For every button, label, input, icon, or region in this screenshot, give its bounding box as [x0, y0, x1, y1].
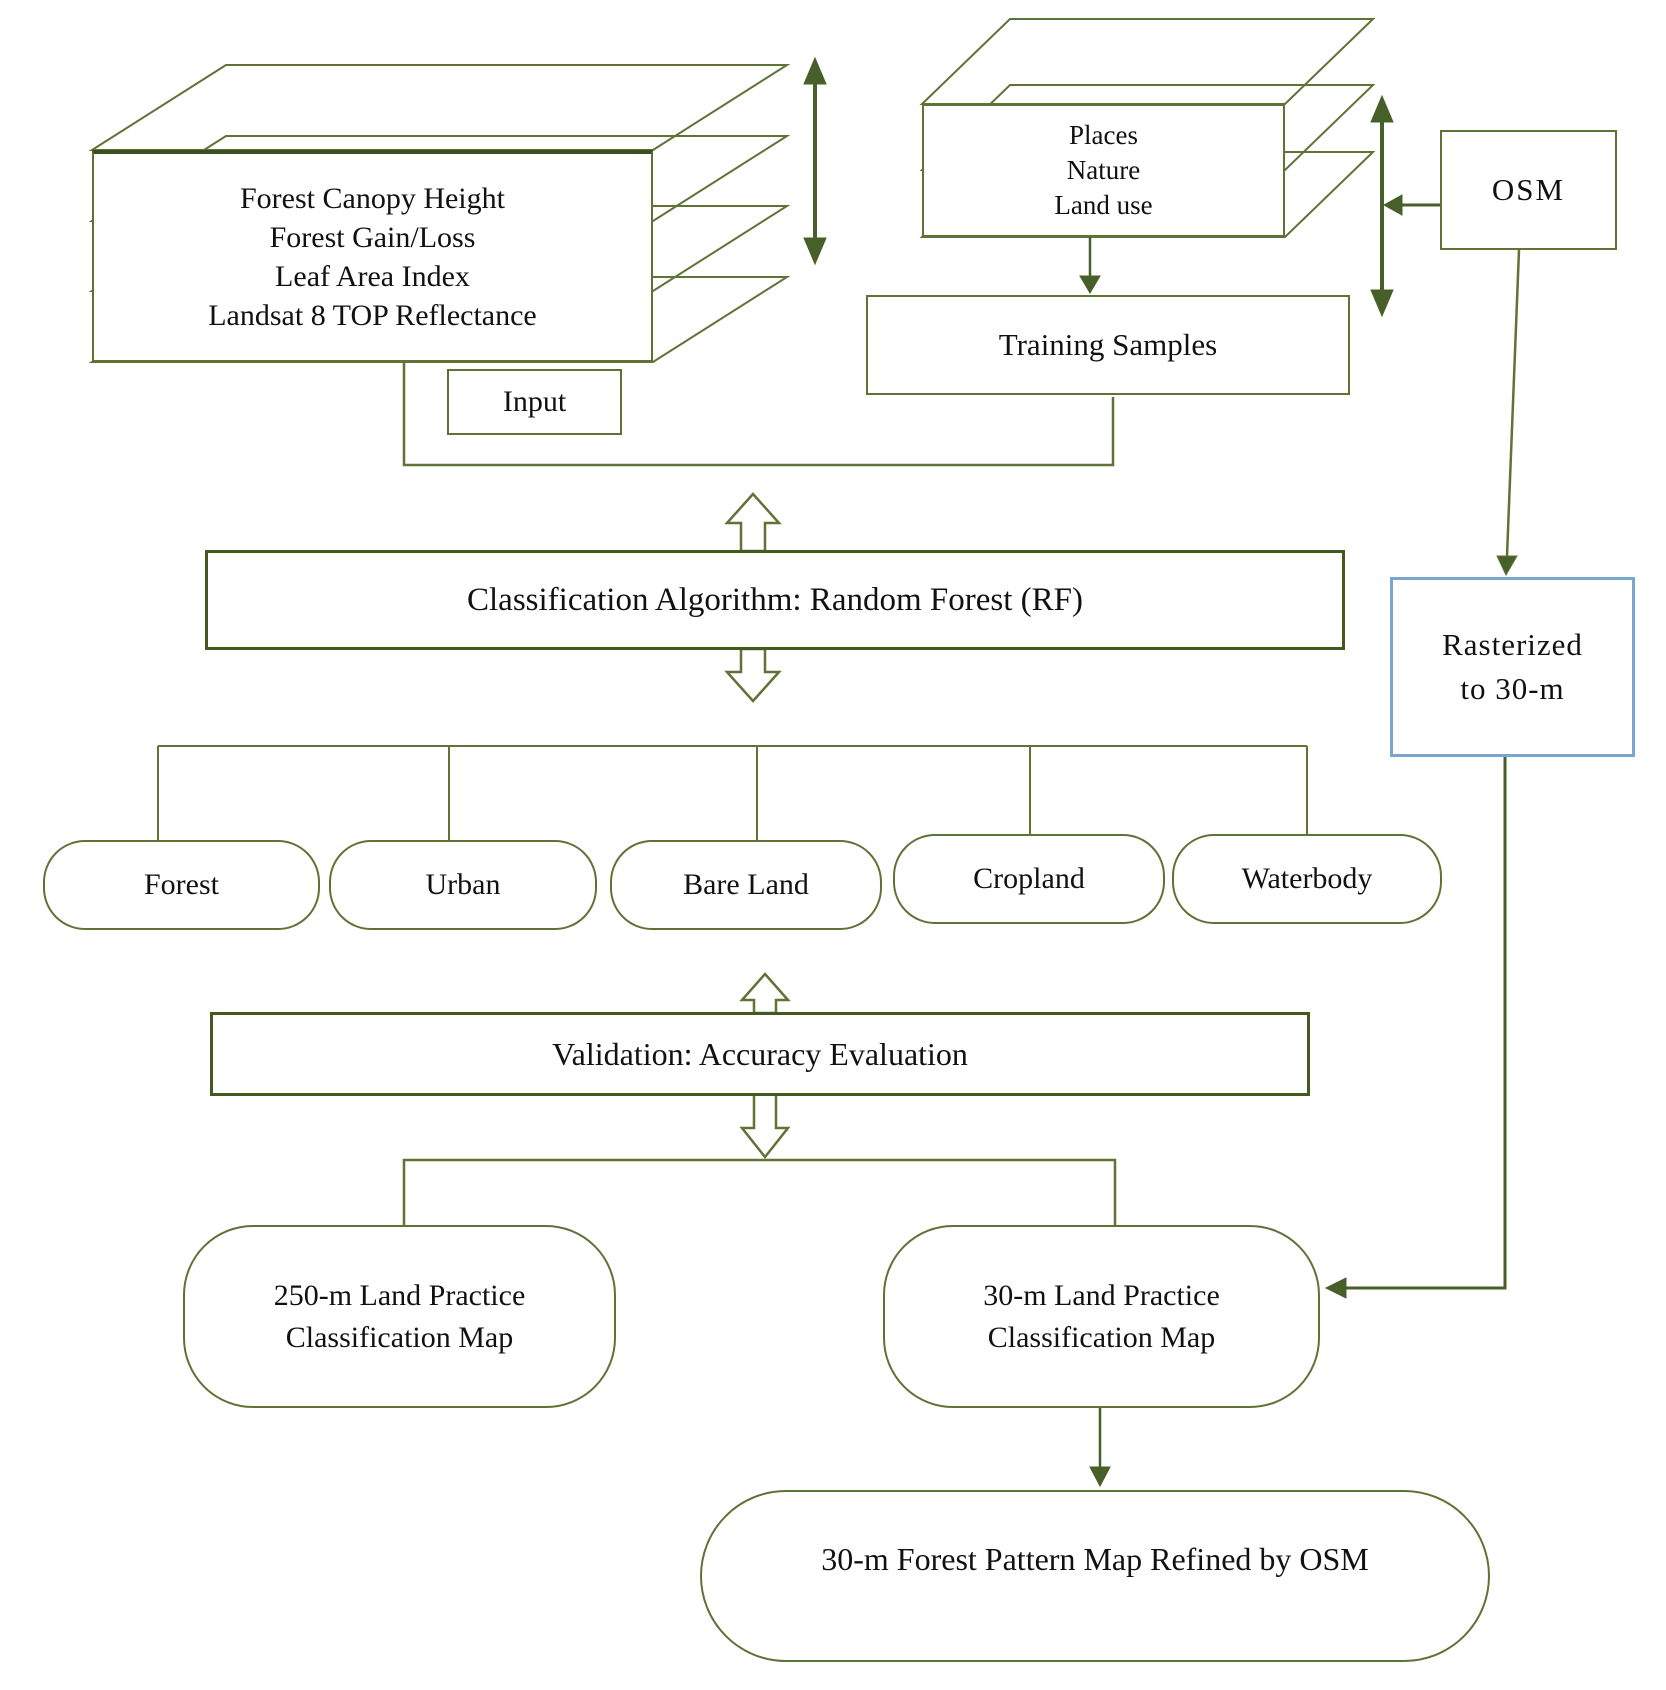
map-30m-box: 30-m Land Practice Classification Map [883, 1225, 1320, 1408]
rasterized-line: Rasterized [1442, 627, 1583, 662]
final-output-label: 30-m Forest Pattern Map Refined by OSM [821, 1540, 1369, 1577]
class-label: Bare Land [683, 868, 809, 901]
up-block-arrow-icon [724, 492, 782, 553]
class-label: Waterbody [1241, 862, 1373, 895]
validation-box: Validation: Accuracy Evaluation [210, 1012, 1310, 1096]
maps-bracket-connector [402, 1158, 1117, 1225]
rasterized-line: to 30-m [1460, 671, 1565, 706]
up-block-arrow-icon [739, 972, 791, 1015]
map-250m-line: Classification Map [285, 1320, 514, 1354]
places-to-training-arrow [1079, 237, 1101, 294]
sheet-icon [88, 64, 791, 151]
map-250m-box: 250-m Land Practice Classification Map [183, 1225, 616, 1408]
input-training-connector [402, 362, 1115, 467]
input-stack-line: Landsat 8 TOP Reflectance [208, 299, 537, 332]
osm-stack-line: Nature [1066, 155, 1141, 185]
down-block-arrow-icon [739, 1092, 791, 1160]
class-pill-forest: Forest [43, 840, 320, 930]
input-stack-box: Forest Canopy Height Forest Gain/Loss Le… [92, 150, 653, 362]
class-pill-cropland: Cropland [893, 834, 1165, 924]
rasterized-to-30m-arrow [1324, 757, 1507, 1299]
validation-label: Validation: Accuracy Evaluation [552, 1035, 968, 1072]
osm-stack-line: Places [1069, 120, 1138, 150]
map-30m-line: 30-m Land Practice [983, 1278, 1220, 1312]
class-pill-waterbody: Waterbody [1172, 834, 1442, 924]
classification-label: Classification Algorithm: Random Forest … [467, 581, 1083, 618]
osm-stack-box: Places Nature Land use [922, 104, 1285, 237]
map-30m-line: Classification Map [987, 1320, 1216, 1354]
map30-to-final-arrow [1089, 1408, 1111, 1488]
final-output-box: 30-m Forest Pattern Map Refined by OSM [700, 1490, 1490, 1662]
class-pill-bare-land: Bare Land [610, 840, 882, 930]
input-stack-line: Forest Canopy Height [240, 182, 505, 215]
input-stack-line: Leaf Area Index [275, 260, 470, 293]
input-stack-line: Forest Gain/Loss [269, 221, 476, 254]
osm-label: OSM [1491, 172, 1566, 207]
input-label-box: Input [447, 369, 622, 435]
classification-box: Classification Algorithm: Random Forest … [205, 550, 1345, 650]
class-pill-urban: Urban [329, 840, 597, 930]
training-samples-box: Training Samples [866, 295, 1350, 395]
class-label: Forest [144, 868, 219, 901]
map-250m-line: 250-m Land Practice [273, 1278, 526, 1312]
stack-height-arrow-icon [803, 56, 827, 266]
rasterized-box: Rasterized to 30-m [1390, 577, 1635, 757]
class-label: Urban [425, 868, 501, 901]
input-label: Input [502, 385, 567, 418]
osm-stack-height-arrow-icon [1370, 94, 1394, 318]
class-tree-connector [157, 745, 1308, 840]
class-label: Cropland [973, 862, 1085, 895]
down-block-arrow-icon [724, 647, 782, 703]
osm-box: OSM [1440, 130, 1617, 250]
training-samples-label: Training Samples [998, 327, 1218, 362]
sheet-icon [919, 18, 1376, 105]
osm-to-stack-arrow [1382, 194, 1440, 216]
osm-stack-line: Land use [1054, 190, 1153, 220]
osm-to-rasterized-arrow [1496, 249, 1521, 577]
